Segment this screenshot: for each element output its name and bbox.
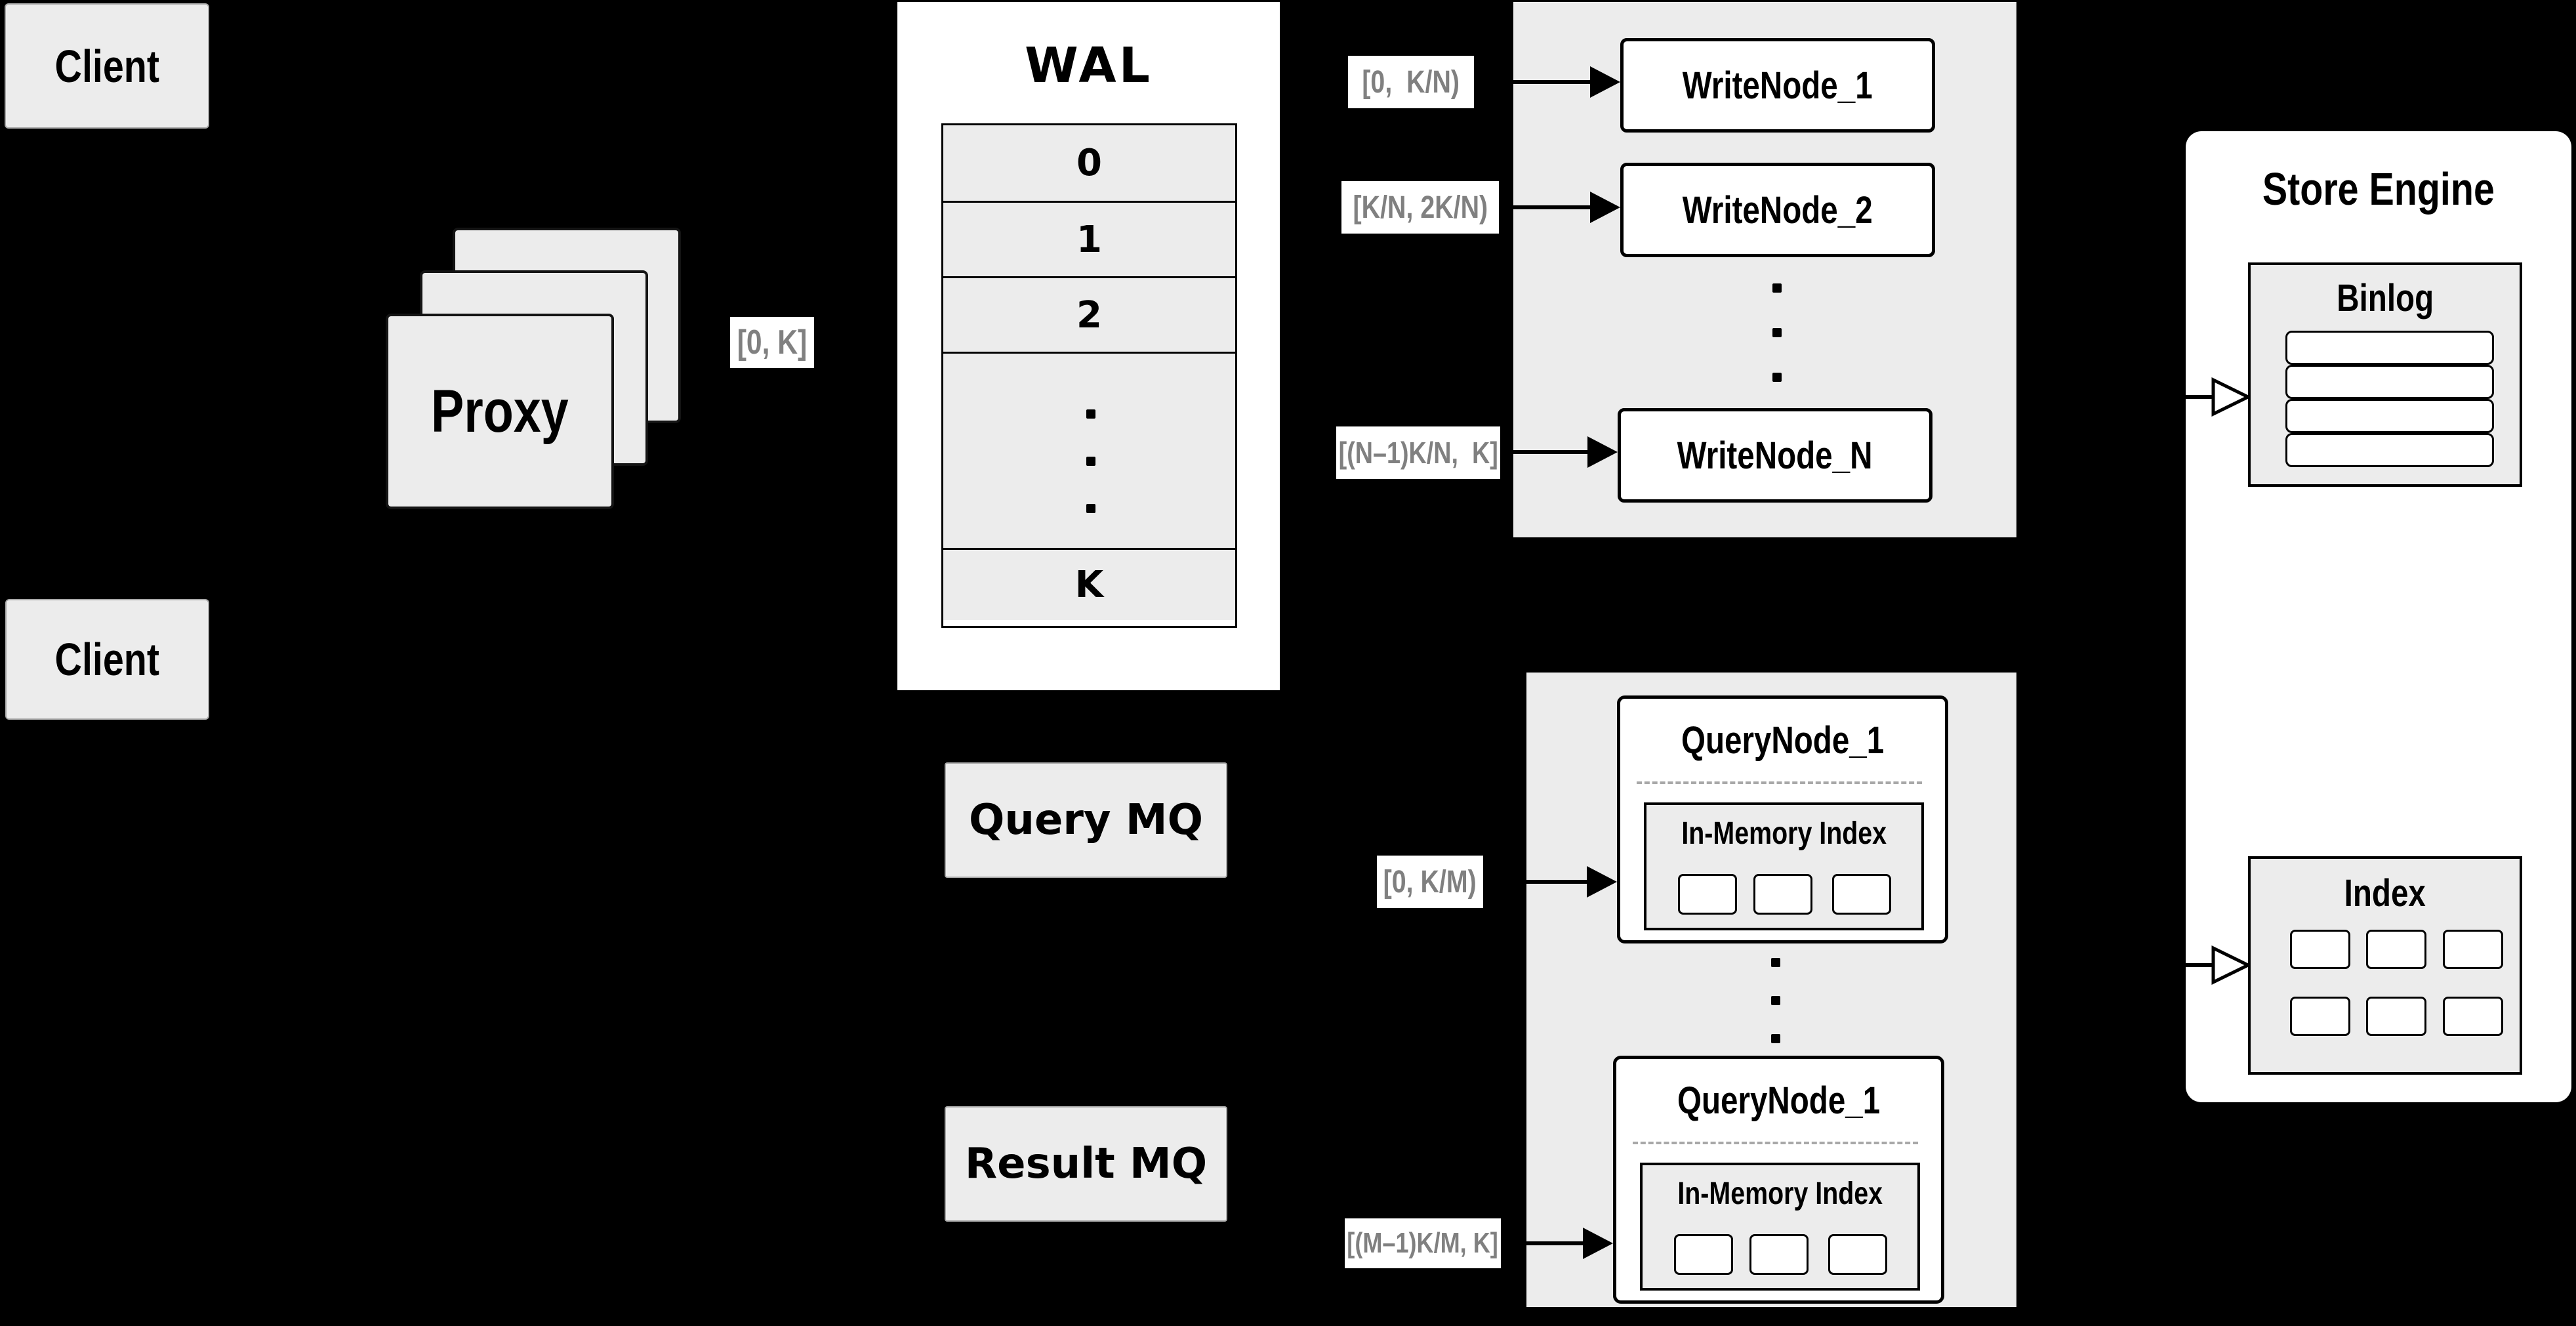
binlog-segment-row	[2285, 433, 2494, 467]
range-label-write-n: [(N–1)K/N, K]	[1336, 426, 1500, 479]
binlog-segment-row	[2285, 365, 2494, 399]
write-node-1-label: WriteNode_1	[1683, 64, 1873, 107]
proxy-node-front: Proxy	[386, 314, 614, 509]
binlog-title: Binlog	[2337, 276, 2434, 320]
ellipsis-dot	[1772, 373, 1782, 382]
index-segment-chip	[1832, 874, 1891, 915]
query-node-1-title: QueryNode_1	[1681, 718, 1885, 762]
index-segment-chip	[1678, 874, 1737, 915]
client-bottom-label: Client	[54, 634, 160, 685]
query-node-2-separator	[1633, 1142, 1918, 1144]
index-segment-chip	[1753, 874, 1812, 915]
ellipsis-dot	[1772, 283, 1782, 293]
range-label-query-m: [(M–1)K/M, K]	[1345, 1218, 1501, 1268]
client-top-label: Client	[54, 40, 159, 92]
index-file-chip	[2290, 930, 2350, 969]
query-mq-node: Query MQ	[945, 762, 1227, 878]
ellipsis-dot	[1771, 1034, 1780, 1043]
result-mq-label: Result MQ	[964, 1140, 1208, 1188]
range-label-write-2: [K/N, 2K/N)	[1341, 181, 1499, 234]
proxy-label: Proxy	[431, 377, 569, 445]
arrow-to-querynode-2	[1503, 1228, 1613, 1259]
store-engine-title: Store Engine	[2262, 163, 2495, 215]
query-node-1: QueryNode_1 In-Memory Index	[1617, 695, 1948, 943]
ellipsis-dot	[1086, 409, 1095, 419]
index-segment-chip	[1674, 1234, 1733, 1275]
index-title: Index	[2344, 871, 2426, 915]
ellipsis-dot	[1771, 996, 1780, 1005]
index-segment-chip	[1828, 1234, 1887, 1275]
binlog-box: Binlog	[2248, 262, 2522, 487]
binlog-segment-row	[2285, 399, 2494, 433]
index-file-chip	[2290, 997, 2350, 1036]
ellipsis-dot	[1772, 328, 1782, 337]
ellipsis-dot	[1086, 504, 1095, 513]
write-node-2-label: WriteNode_2	[1683, 188, 1873, 232]
open-arrow-to-index	[2122, 945, 2252, 985]
result-mq-node: Result MQ	[945, 1106, 1227, 1222]
proxy-stack: Proxy	[386, 228, 681, 509]
write-node-2: WriteNode_2	[1620, 163, 1935, 257]
index-box: Index	[2248, 856, 2522, 1075]
client-node-bottom: Client	[5, 599, 209, 720]
wal-title: WAL	[1025, 37, 1153, 94]
query-node-2-title: QueryNode_1	[1677, 1079, 1881, 1122]
open-arrow-to-binlog	[2122, 377, 2252, 417]
query-node-2: QueryNode_1 In-Memory Index	[1613, 1056, 1944, 1304]
wal-row-k: K	[943, 548, 1235, 620]
query-mq-label: Query MQ	[968, 796, 1204, 844]
index-file-chip	[2366, 930, 2426, 969]
in-memory-index-1: In-Memory Index	[1644, 802, 1924, 930]
wal-row-0: 0	[943, 123, 1235, 201]
wal-table: 0 1 2 K	[941, 123, 1237, 628]
query-node-1-separator	[1637, 781, 1922, 784]
arrow-to-writenode-2	[1503, 192, 1620, 223]
index-file-chip	[2443, 930, 2503, 969]
arrow-to-writenode-n	[1505, 436, 1618, 468]
arrow-to-querynode-1	[1488, 866, 1617, 898]
index-segment-chip	[1749, 1234, 1809, 1275]
range-label-query-1: [0, K/M)	[1377, 856, 1483, 908]
client-node-top: Client	[5, 3, 209, 129]
ellipsis-dot	[1771, 958, 1780, 967]
wal-row-1: 1	[943, 201, 1235, 276]
write-node-n: WriteNode_N	[1618, 408, 1932, 503]
ellipsis-dot	[1086, 457, 1095, 466]
range-label-proxy-out: [0, K]	[730, 317, 814, 368]
binlog-segment-row	[2285, 331, 2494, 365]
in-memory-index-2-title: In-Memory Index	[1677, 1176, 1883, 1211]
in-memory-index-1-title: In-Memory Index	[1681, 816, 1887, 851]
range-label-write-1: [0, K/N)	[1348, 56, 1474, 108]
write-node-n-label: WriteNode_N	[1677, 434, 1873, 477]
wal-row-2: 2	[943, 276, 1235, 352]
index-file-chip	[2366, 997, 2426, 1036]
index-file-chip	[2443, 997, 2503, 1036]
arrow-to-writenode-1	[1481, 66, 1620, 98]
in-memory-index-2: In-Memory Index	[1640, 1163, 1920, 1291]
wal-row-ellipsis	[943, 352, 1235, 548]
write-node-1: WriteNode_1	[1620, 38, 1935, 133]
